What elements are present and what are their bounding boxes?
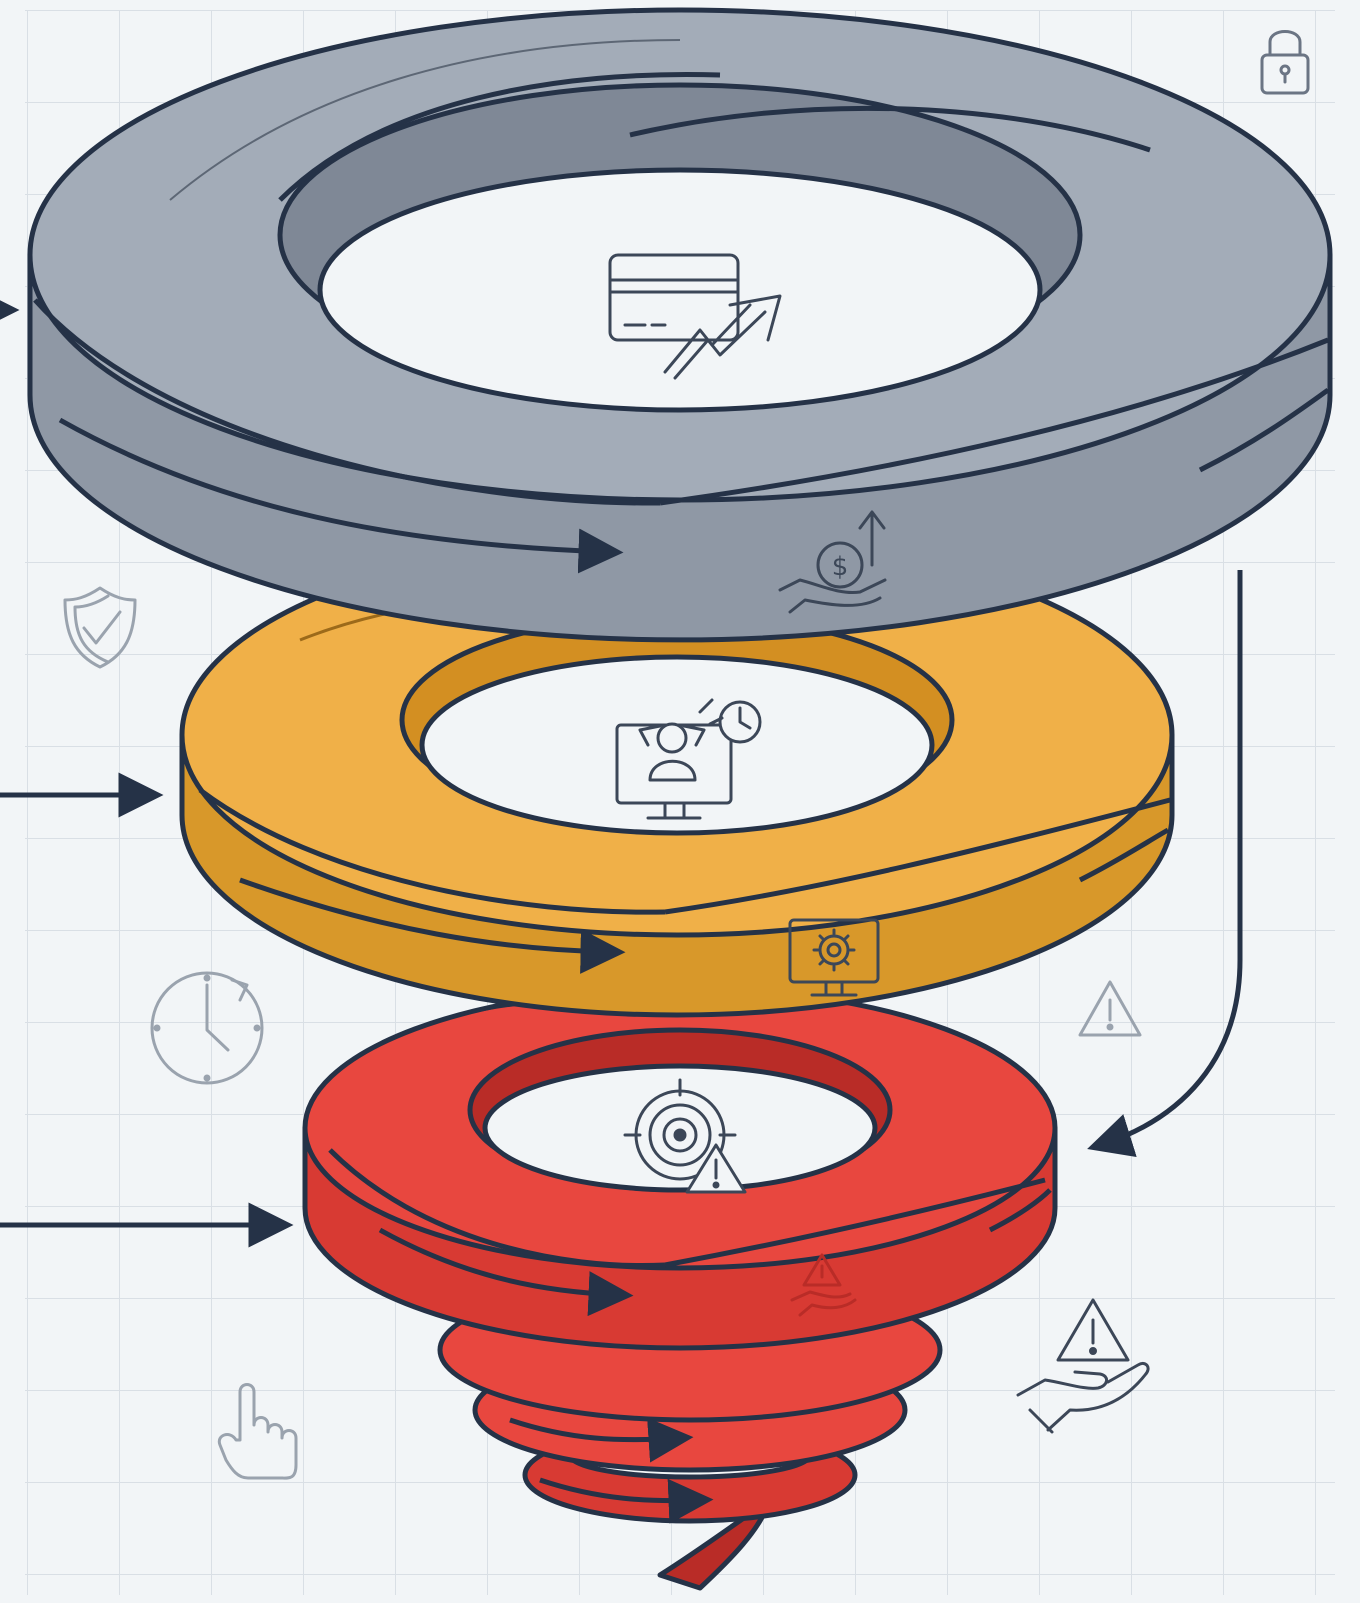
tier-bottom-ring xyxy=(305,988,1055,1348)
tier-top-ring xyxy=(30,10,1330,640)
svg-text:$: $ xyxy=(832,552,849,582)
